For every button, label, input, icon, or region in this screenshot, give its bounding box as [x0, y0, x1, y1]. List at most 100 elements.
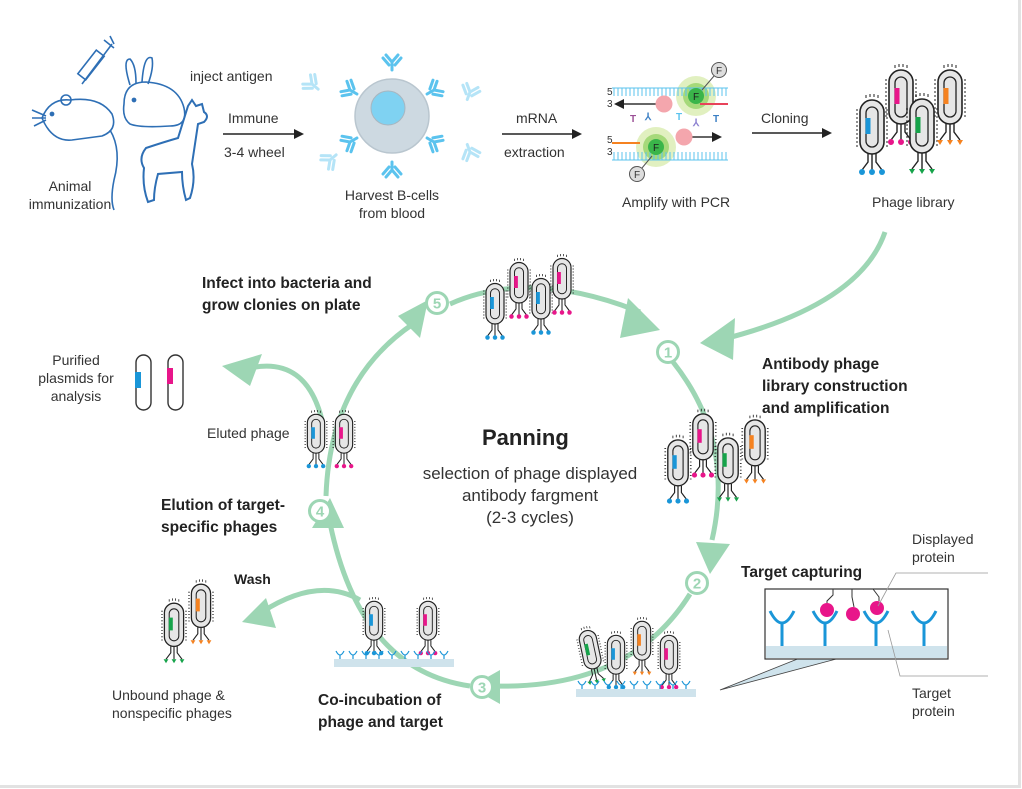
phage-icon	[160, 597, 188, 664]
cloning-label: Cloning	[761, 110, 809, 126]
receptor-icon	[348, 650, 358, 659]
antibody-icons	[301, 53, 482, 179]
step-1-marker: 1	[656, 340, 680, 364]
phage-library-label: Phage library	[872, 194, 955, 210]
syringe-icon	[76, 35, 115, 85]
svg-text:3: 3	[607, 147, 613, 158]
receptor-icon	[577, 680, 587, 689]
mouse-icon	[31, 94, 118, 211]
receptor-icon	[668, 680, 678, 689]
antibody-icon	[425, 78, 445, 98]
antibody-icon	[301, 73, 320, 91]
step-number: 5	[433, 296, 441, 313]
immune-duration-label: 3-4 wheel	[224, 144, 285, 160]
phage-icon	[482, 278, 508, 340]
phage-icon	[506, 257, 532, 319]
phage-icon	[361, 596, 387, 656]
antibody-icon	[461, 81, 482, 102]
receptor-icon	[642, 680, 652, 689]
step-number: 3	[478, 680, 486, 697]
inject-antigen-label: inject antigen	[190, 68, 273, 84]
svg-text:5: 5	[607, 135, 613, 146]
receptor-icon	[616, 680, 626, 689]
rabbit-icon	[122, 56, 186, 128]
step-number: 1	[664, 345, 672, 362]
antibody-icon	[339, 78, 359, 98]
phage-icon	[331, 409, 357, 469]
receptor-icon	[387, 650, 397, 659]
phage-icon	[740, 414, 770, 484]
receptor-icon	[629, 680, 639, 689]
receptor-icon	[400, 650, 410, 659]
amplify-pcr-label: Amplify with PCR	[622, 194, 731, 210]
svg-text:⅄: ⅄	[644, 112, 652, 123]
step-4-label: Elution of target-specific phages	[161, 497, 285, 536]
svg-text:5: 5	[607, 87, 613, 98]
unbound-phage-label: Unbound phage &nonspecific phages	[112, 687, 232, 721]
receptor-icon	[335, 650, 345, 659]
receptor-icon	[361, 650, 371, 659]
antibody-icon	[381, 160, 403, 179]
panning-title: Panning	[482, 425, 569, 450]
svg-text:F: F	[716, 66, 722, 77]
antibody-icon	[339, 134, 359, 154]
antibody-icon	[381, 53, 403, 72]
receptor-icon	[655, 680, 665, 689]
phage-icon	[303, 409, 329, 469]
svg-text:⅄: ⅄	[692, 118, 700, 129]
alpaca-icon	[140, 98, 208, 204]
phage-library-icons	[855, 63, 967, 175]
step-4-marker: 4	[308, 499, 332, 523]
phage-icon	[187, 578, 215, 645]
svg-text:F: F	[634, 170, 640, 181]
step-5-marker: 5	[425, 291, 449, 315]
phage-icon	[663, 434, 693, 504]
phage-icon	[713, 432, 743, 502]
svg-text:T: T	[676, 112, 682, 123]
antibody-icon	[425, 134, 445, 154]
receptor-icon	[426, 650, 436, 659]
immune-label: Immune	[228, 110, 279, 126]
mrna-label: mRNA	[516, 110, 558, 126]
svg-text:3: 3	[607, 99, 613, 110]
receptor-icon	[374, 650, 384, 659]
receptor-icon	[681, 680, 691, 689]
receptor-icon	[590, 680, 600, 689]
phage-icon	[855, 93, 889, 175]
step-2-marker: 2	[685, 571, 709, 595]
phage-icon	[415, 596, 441, 656]
extraction-label: extraction	[504, 144, 565, 160]
phage-icon	[629, 616, 655, 676]
step-number: 4	[316, 504, 325, 521]
phage-icon	[933, 63, 967, 145]
phage-icon	[528, 273, 554, 335]
target-surface-step2	[576, 689, 696, 697]
receptor-icon	[603, 680, 613, 689]
phage-icon	[656, 630, 682, 690]
plasmid-icons	[135, 354, 184, 411]
phage-icon	[603, 630, 629, 690]
target-capturing-inset	[719, 572, 988, 691]
b-cell-icon	[354, 78, 430, 154]
svg-text:F: F	[653, 143, 659, 154]
antibody-icon	[319, 153, 338, 171]
step-number: 2	[693, 576, 701, 593]
svg-text:T: T	[713, 114, 719, 125]
receptor-icon	[439, 650, 449, 659]
target-surface-step3	[334, 659, 454, 667]
antibody-icon	[461, 142, 482, 163]
eluted-phage-label: Eluted phage	[207, 425, 290, 441]
svg-text:F: F	[693, 92, 699, 103]
phage-icon	[688, 408, 718, 478]
phage-icon	[905, 92, 939, 174]
